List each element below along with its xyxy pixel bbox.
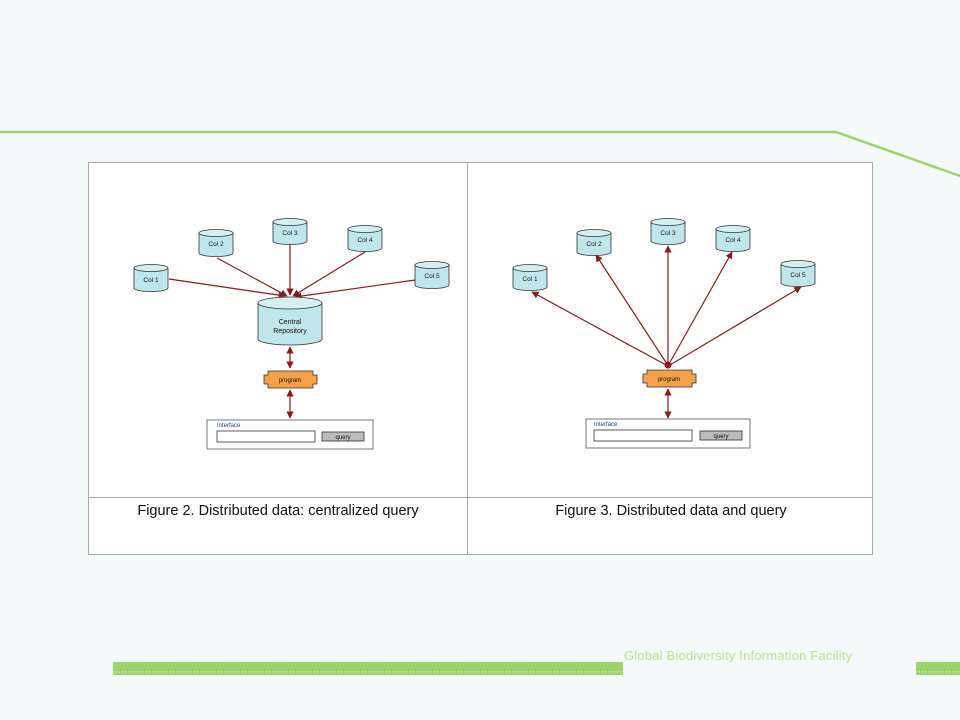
collection-cylinder: Col 3 [650, 218, 686, 245]
header-green-line [0, 130, 960, 178]
collection-to-repository-arrows [168, 244, 416, 419]
arrow-program-to-col4 [668, 251, 733, 365]
query-input [593, 429, 693, 442]
footer-green-bar-right [916, 662, 960, 675]
query-button-label: query [335, 435, 350, 441]
footer-green-bar-left [113, 662, 623, 675]
collection-label: Col 5 [790, 272, 806, 279]
program-box: program [642, 369, 697, 388]
arrow-program-to-col1 [531, 291, 667, 366]
table-divider-vertical [467, 163, 468, 554]
collection-cylinder: Col 2 [198, 229, 234, 257]
arrow-col1-to-repository [168, 278, 286, 299]
collection-cylinder: Col 1 [133, 264, 169, 292]
arrow-col4-to-repository [292, 251, 366, 297]
footer-organization-name: Global Biodiversity Information Facility [624, 648, 853, 663]
interface-panel: Interface query [206, 419, 374, 450]
interface-label: Interface [217, 423, 241, 429]
arrow-col2-to-repository [216, 257, 288, 297]
repository-label-line-1: Central [279, 319, 302, 326]
collection-label: Col 3 [282, 230, 298, 237]
figure-3-diagram: Col 1 Col 2 Col 3 Col 4 Col 5 [512, 218, 816, 449]
collection-cylinder: Col 5 [414, 261, 450, 289]
collection-label: Col 3 [660, 230, 676, 237]
figure-2-diagram: Col 1 Col 2 Col 3 Col 4 Col 5 [133, 218, 450, 450]
arrow-program-to-col2 [595, 254, 668, 365]
collection-cylinder: Col 5 [780, 260, 816, 287]
collection-cylinder: Col 4 [715, 225, 751, 252]
collection-cylinder: Col 4 [347, 225, 383, 252]
program-to-collection-arrows [531, 245, 802, 419]
arrow-col5-to-repository [294, 279, 416, 300]
query-button-label: query [713, 434, 728, 440]
program-label: program [279, 378, 301, 384]
collection-label: Col 2 [208, 241, 224, 248]
collection-cylinder: Col 3 [272, 218, 308, 245]
collection-label: Col 5 [424, 273, 440, 280]
figure-2-caption: Figure 2. Distributed data: centralized … [137, 503, 419, 519]
collection-label: Col 4 [357, 237, 373, 244]
collection-cylinder: Col 2 [576, 229, 612, 256]
arrow-origin-dot [664, 361, 672, 369]
repository-label-line-2: Repository [273, 328, 307, 335]
arrow-program-to-col5 [669, 286, 802, 366]
program-label: program [658, 377, 680, 383]
collection-label: Col 2 [586, 241, 602, 248]
collection-label: Col 1 [143, 277, 159, 284]
collection-label: Col 1 [522, 276, 538, 283]
table-divider-horizontal [89, 497, 872, 498]
central-repository-cylinder: Central Repository [257, 296, 323, 346]
collection-label: Col 4 [725, 237, 741, 244]
collection-cylinder: Col 1 [512, 264, 548, 291]
figure-3-caption: Figure 3. Distributed data and query [555, 503, 787, 519]
interface-panel: Interface query [585, 418, 751, 449]
query-button [321, 431, 365, 442]
query-button [699, 430, 743, 441]
interface-label: Interface [594, 422, 618, 428]
figure-table: Col 1 Col 2 Col 3 Col 4 Col 5 [88, 162, 873, 555]
program-box: program [263, 370, 318, 389]
query-input [216, 430, 316, 443]
